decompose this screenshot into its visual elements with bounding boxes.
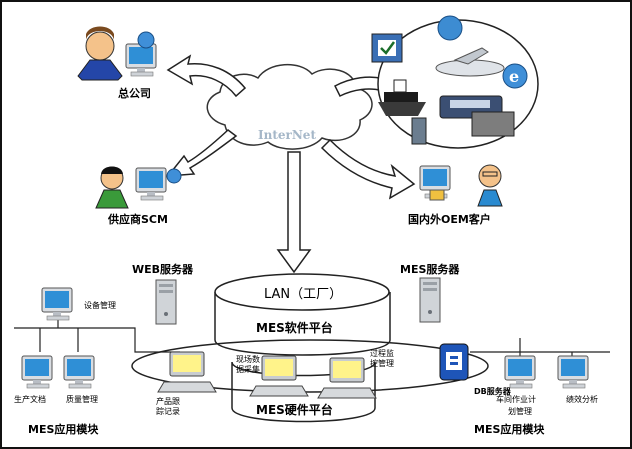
equipment-mgmt-label: 设备管理 [84,301,116,310]
arrow-to-oem [320,138,416,200]
left-monitor-quality [63,355,95,389]
mes-server-label: MES服务器 [400,263,460,276]
oem-customers-label: 国内外OEM客户 [408,213,491,226]
quality-mgmt-label: 质量管理 [66,395,98,404]
process-monitor-label-1: 过程监 [370,349,394,358]
headquarters-node [77,26,157,81]
left-monitor-equipment [41,287,73,321]
mes-hardware-platform-label: MES硬件平台 [256,403,333,417]
product-tracking-label-2: 踪记录 [156,407,180,416]
right-monitor-performance [557,355,589,389]
left-monitor-docs [21,355,53,389]
mes-software-platform-label: MES软件平台 [256,321,333,335]
process-monitor-label-2: 控管理 [370,359,394,368]
production-docs-label: 生产文档 [14,395,46,404]
logistics-icons: e [371,15,528,145]
lan-cylinder [214,273,391,356]
product-tracking-label-1: 产品跟 [156,397,180,406]
lan-label: LAN（工厂） [264,287,343,302]
left-module-lines [14,310,180,353]
arrow-to-headquarters [166,54,247,98]
oem-customers-node [419,164,503,207]
db-server-label: DB服务器 [474,387,511,396]
supplier-label: 供应商SCM [108,213,168,226]
supplier-node [95,166,182,209]
mes-bus-ellipse [131,339,489,393]
arrow-to-supplier [166,129,238,177]
internet-label: InterNet [258,128,316,142]
right-module-lines [470,338,610,360]
db-server-icon [439,343,469,381]
workshop-plan-label-1: 车间作业计 [496,395,536,404]
arrow-lan-internet [276,151,312,274]
headquarters-label: 总公司 [118,87,151,100]
right-module-title: MES应用模块 [474,423,545,436]
svg-text:e: e [509,67,519,86]
left-module-title: MES应用模块 [28,423,99,436]
web-server-label: WEB服务器 [132,263,194,276]
right-monitor-workshop [504,355,536,389]
performance-label: 绩效分析 [566,395,598,404]
field-data-label-2: 据采集 [236,365,260,374]
terminal-product-tracking [157,351,217,393]
web-server-icon [155,279,177,325]
field-data-label-1: 现场数 [236,355,260,364]
mes-server-icon [419,277,441,323]
workshop-plan-label-2: 划管理 [508,407,532,416]
